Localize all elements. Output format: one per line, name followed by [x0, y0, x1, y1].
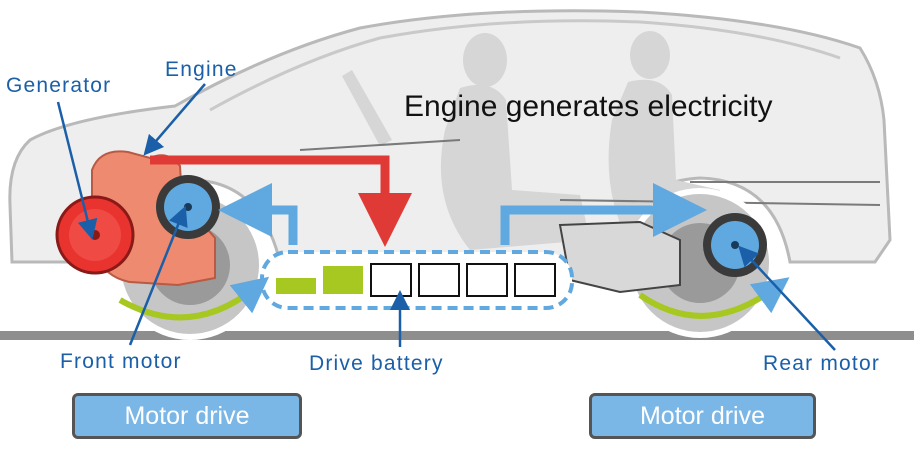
battery-cell-empty — [466, 263, 508, 297]
engine-leader-line — [143, 83, 206, 156]
ground-line — [0, 331, 914, 340]
front-motor-leader-line — [128, 205, 188, 346]
generator-gear-icon — [55, 195, 135, 275]
front-wheel-rotation-arrow — [118, 276, 270, 321]
battery-to-front-motor-arrow — [218, 183, 298, 245]
battery-to-rear-motor-arrow — [500, 183, 707, 245]
rear-motor-label: Rear motor — [763, 352, 881, 375]
motor-drive-rear-badge: Motor drive — [589, 393, 816, 439]
drive-battery-label: Drive battery — [309, 352, 444, 375]
rear-motor-leader-line — [738, 245, 836, 351]
battery-cell-charged — [276, 278, 316, 294]
drive-battery-cells — [276, 263, 556, 297]
generator-leader-line — [56, 101, 98, 240]
front-motor-gear-icon — [156, 175, 220, 239]
battery-cell-charged — [323, 266, 363, 294]
front-motor-label: Front motor — [60, 350, 182, 373]
motor-drive-front-badge: Motor drive — [72, 393, 302, 439]
engine-label: Engine — [165, 58, 238, 81]
diagram-title: Engine generates electricity — [404, 90, 773, 123]
rear-drive-unit — [558, 220, 681, 294]
battery-cell-empty — [418, 263, 460, 297]
battery-cell-empty — [370, 263, 412, 297]
rear-wheel-rotation-arrow — [638, 277, 790, 319]
generator-label: Generator — [6, 74, 112, 97]
battery-cell-empty — [514, 263, 556, 297]
window-line — [209, 19, 841, 112]
engine-to-battery-arrow — [150, 155, 412, 247]
